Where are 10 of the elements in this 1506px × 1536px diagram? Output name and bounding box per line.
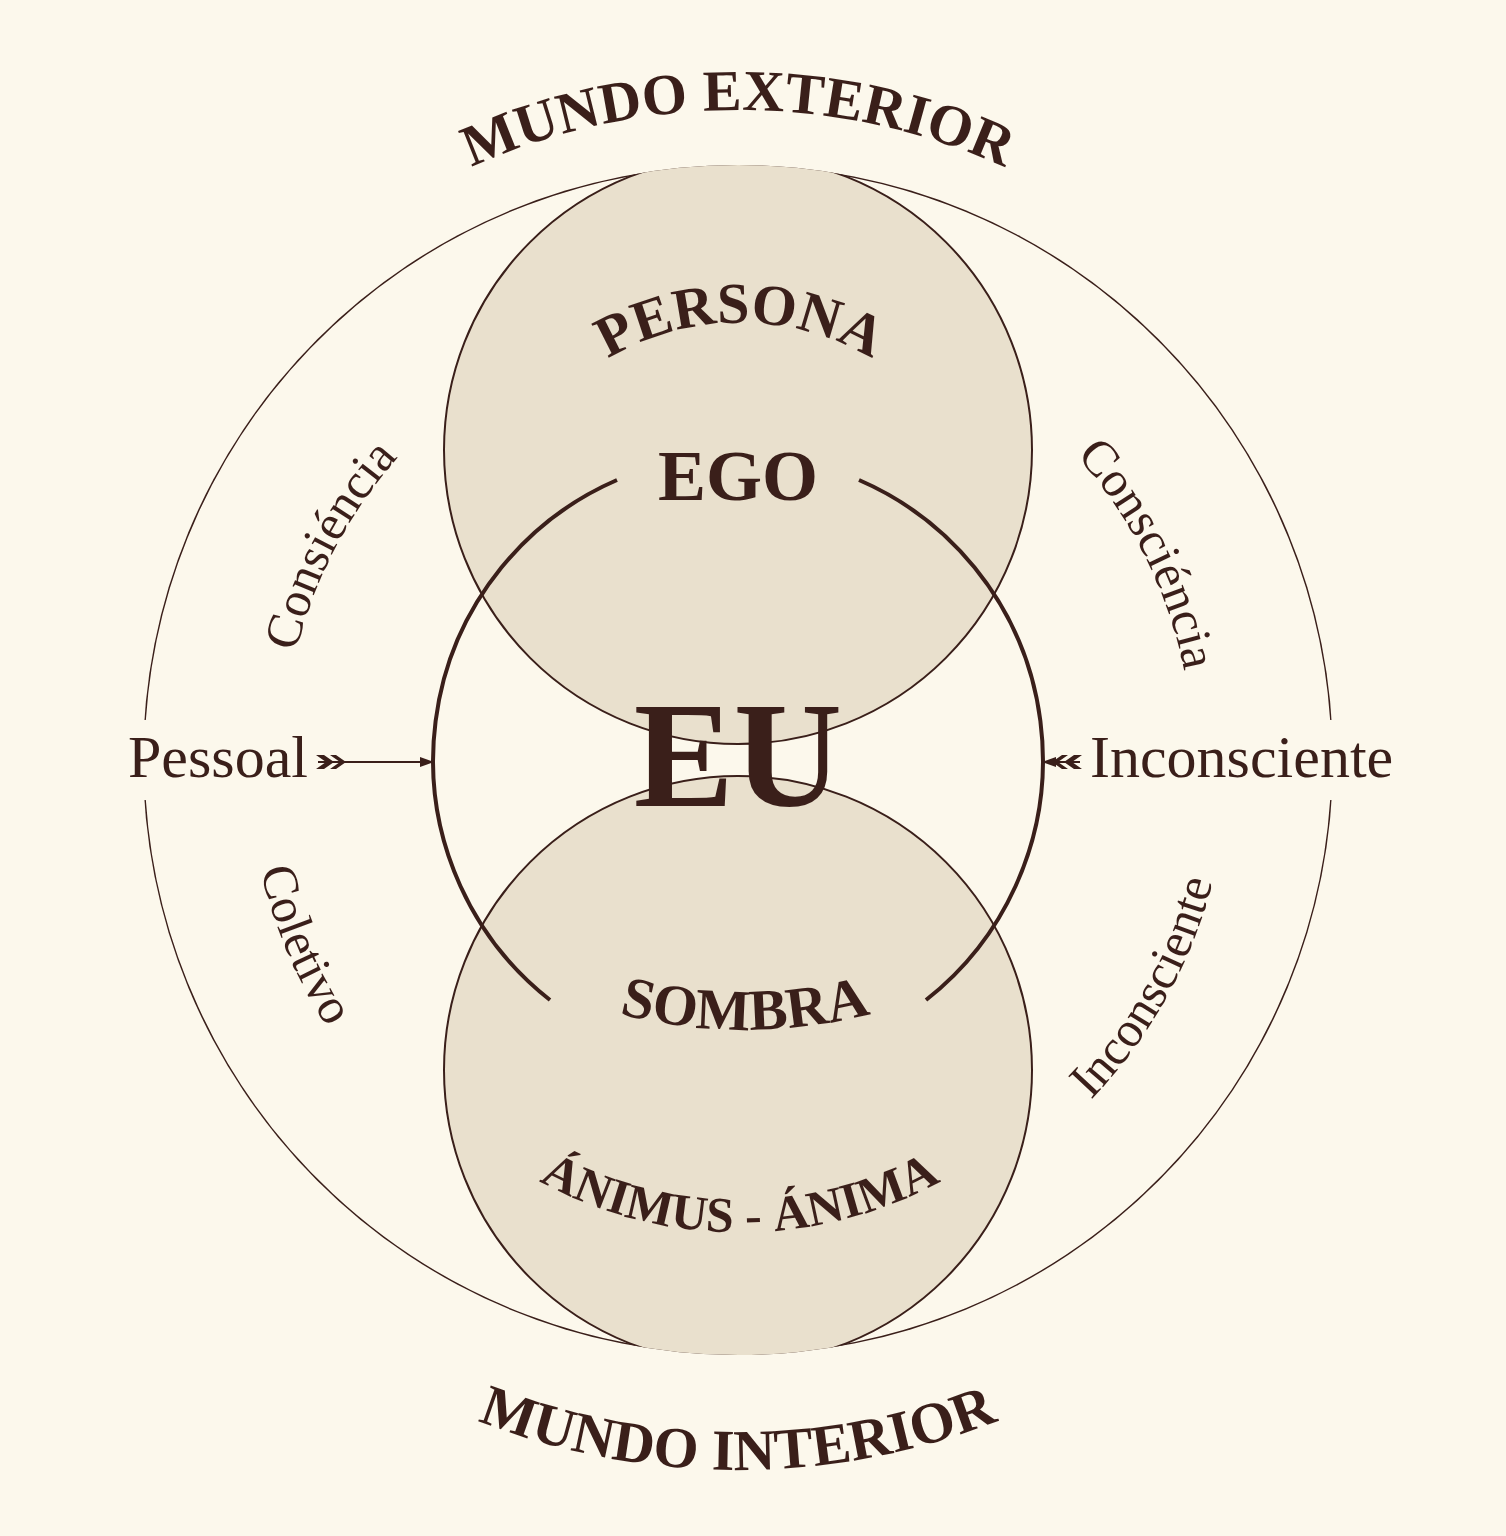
arc-label: SOMBRA: [616, 963, 874, 1044]
arc-label: MUNDO INTERIOR: [473, 1371, 1003, 1484]
arrow: [316, 755, 434, 769]
side-label: Pessoal: [128, 726, 308, 788]
arrow: [1042, 755, 1082, 769]
arc-label: MUNDO EXTERIOR: [451, 57, 1025, 179]
arc-label: ÁNIMUS - ÁNIMA: [533, 1140, 947, 1244]
ego-label: EGO: [658, 436, 818, 516]
side-label: Inconsciente: [1090, 726, 1394, 788]
arc-label: PERSONA: [584, 270, 896, 370]
